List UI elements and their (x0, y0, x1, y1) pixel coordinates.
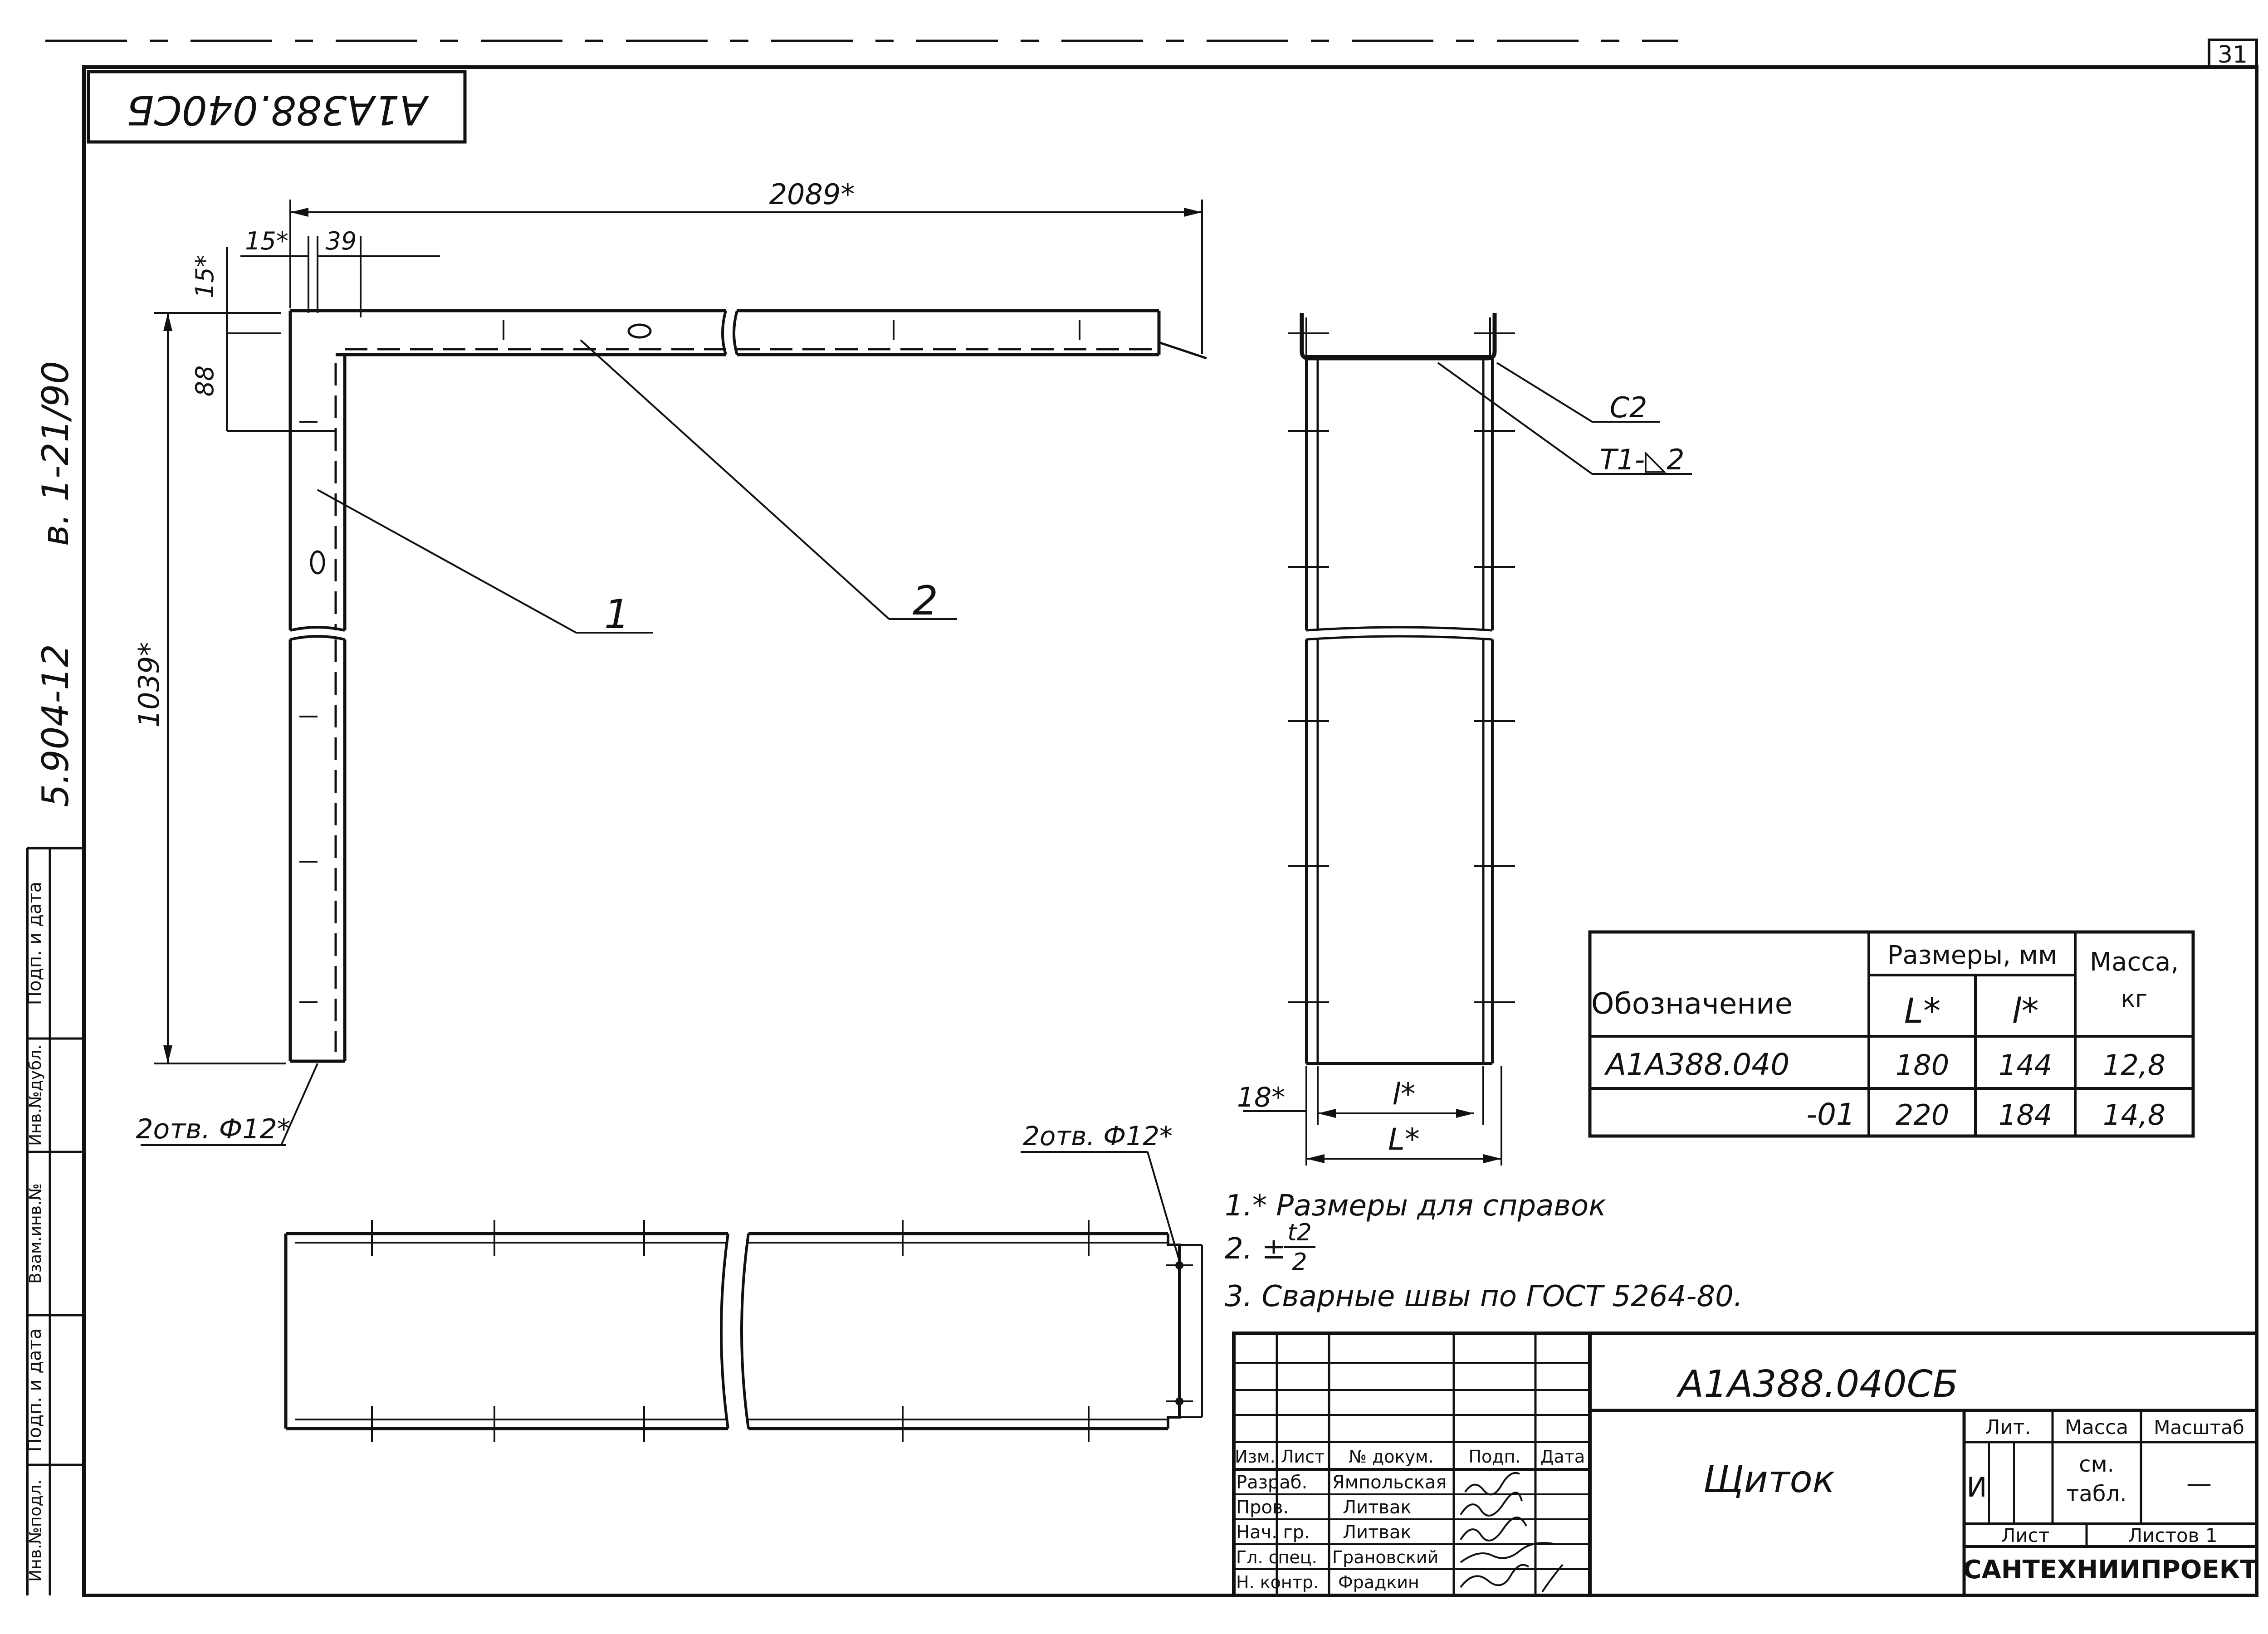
stamp-inv-podl: Инв.№подл. (26, 1479, 45, 1581)
tb-sheet-label: Лист (2001, 1524, 2049, 1546)
tb-col-doc: № докум. (1349, 1447, 1433, 1467)
title-org: САНТЕХНИИПРОЕКТ (1963, 1555, 2257, 1585)
table-row-0-l: 144 (1999, 1049, 2052, 1082)
title-name: Щиток (1703, 1458, 1835, 1501)
tb-sheets-label: Листов 1 (2128, 1524, 2218, 1546)
section-view (1288, 313, 1692, 1065)
dimensions-table (1588, 930, 2195, 1138)
holes-left-leader (280, 1063, 318, 1146)
note-1: 1.* Размеры для справок (1225, 1189, 1606, 1223)
dim-offset-x: 15* (245, 227, 288, 255)
dim-slot: 39 (326, 227, 357, 255)
table-col-mass-unit: кг (2121, 985, 2148, 1013)
dim-L-big: L* (1388, 1122, 1420, 1157)
stamp-inv-dubl: Инв.№дубл. (26, 1044, 45, 1146)
holes-right-label: 2отв. Ф12* (1023, 1121, 1173, 1151)
leader-1: 1 (604, 591, 630, 638)
dim-l-small: l* (1392, 1077, 1415, 1112)
dim-18: 18* (1237, 1082, 1285, 1113)
sheet-number: 31 (2218, 41, 2248, 68)
stamp-sign-date-2: Подп. и дата (24, 1328, 45, 1452)
title-block (1232, 1332, 2258, 1597)
front-view (284, 1220, 1203, 1442)
tb-lit-value: И (1967, 1472, 1987, 1503)
stamp-vzam-inv: Взам.инв.№ (26, 1183, 45, 1284)
tb-name-prov: Литвак (1343, 1497, 1412, 1518)
holes-right-leader (1147, 1151, 1180, 1261)
tb-role-razrab: Разраб. (1236, 1472, 1307, 1493)
tb-role-nachgr: Нач. гр. (1236, 1522, 1310, 1543)
tb-mass-value-2: табл. (2067, 1481, 2127, 1507)
rotated-code-box (87, 70, 467, 144)
tb-role-nkontr: Н. контр. (1236, 1572, 1319, 1592)
tb-col-list: Лист (1281, 1447, 1325, 1467)
tb-role-prov: Пров. (1236, 1497, 1289, 1518)
stamp-sign-date-1: Подп. и дата (24, 882, 45, 1005)
dim-overall-length: 2089* (769, 178, 855, 211)
dim-height: 88 (191, 366, 219, 397)
leader-2: 2 (913, 577, 938, 624)
dim-offset-y: 15* (191, 255, 219, 298)
table-row-1-L: 220 (1896, 1098, 1949, 1132)
dim-overall-height: 1039* (132, 642, 166, 728)
rotated-code: А1А388.040СБ (127, 87, 429, 133)
note-2-numerator: t2 (1287, 1219, 1311, 1246)
tb-scale-label: Масштаб (2154, 1416, 2244, 1439)
side-series: 5.904-12 (34, 644, 77, 807)
tb-mass-value-1: см. (2079, 1452, 2114, 1477)
tb-name-glspec: Грановский (1332, 1547, 1438, 1567)
holes-left-label: 2отв. Ф12* (136, 1113, 290, 1145)
note-2-denominator: 2 (1292, 1249, 1307, 1276)
l-frame-view (288, 309, 1207, 1063)
tb-col-date: Дата (1540, 1447, 1585, 1467)
table-row-1-mass: 14,8 (2103, 1098, 2165, 1132)
table-row-1-l: 184 (1999, 1098, 2052, 1132)
signatures (1460, 1472, 1564, 1593)
tb-name-nkontr: Фрадкин (1338, 1572, 1419, 1592)
sheet-number-box (2208, 39, 2258, 68)
table-col-l: l* (2012, 990, 2038, 1031)
tb-name-nachgr: Литвак (1343, 1522, 1412, 1543)
table-col-designation: Обозначение (1591, 987, 1793, 1021)
note-3: 3. Сварные швы по ГОСТ 5264-80. (1225, 1280, 1743, 1313)
weld-c2: С2 (1610, 391, 1647, 424)
drawing-frame (82, 65, 2258, 1597)
table-row-0-L: 180 (1896, 1049, 1949, 1082)
side-stamp: Подп. и дата Инв.№дубл. Взам.инв.№ Подп.… (24, 847, 84, 1595)
title-designation: А1А388.040СБ (1676, 1363, 1958, 1406)
table-col-L: L* (1904, 990, 1941, 1031)
tb-scale-value: — (2186, 1469, 2212, 1498)
tb-col-izm: Изм. (1235, 1447, 1275, 1467)
side-album: в. 1-21/90 (34, 361, 77, 546)
tb-mass-label: Масса (2065, 1416, 2128, 1439)
l-frame-dimensions: 2089* 15* 39 15* 88 1039* (132, 178, 1203, 1064)
table-col-mass: Масса, (2090, 947, 2179, 977)
table-row-0-mass: 12,8 (2103, 1049, 2165, 1082)
tb-lit-label: Лит. (1985, 1416, 2031, 1439)
table-row-1-designation: -01 (1806, 1097, 1855, 1132)
part-leaders: 1 2 (317, 339, 957, 638)
tb-name-razrab: Ямпольская (1332, 1472, 1447, 1493)
weld-t1: Т1-◺2 (1600, 443, 1685, 476)
tb-col-sign: Подп. (1468, 1447, 1520, 1467)
section-dimensions (1243, 1066, 1502, 1166)
tb-role-glspec: Гл. спец. (1236, 1547, 1317, 1567)
note-2-prefix: 2. ± (1225, 1232, 1286, 1266)
table-col-sizes: Размеры, мм (1887, 941, 2057, 970)
table-row-0-designation: А1А388.040 (1604, 1047, 1789, 1082)
